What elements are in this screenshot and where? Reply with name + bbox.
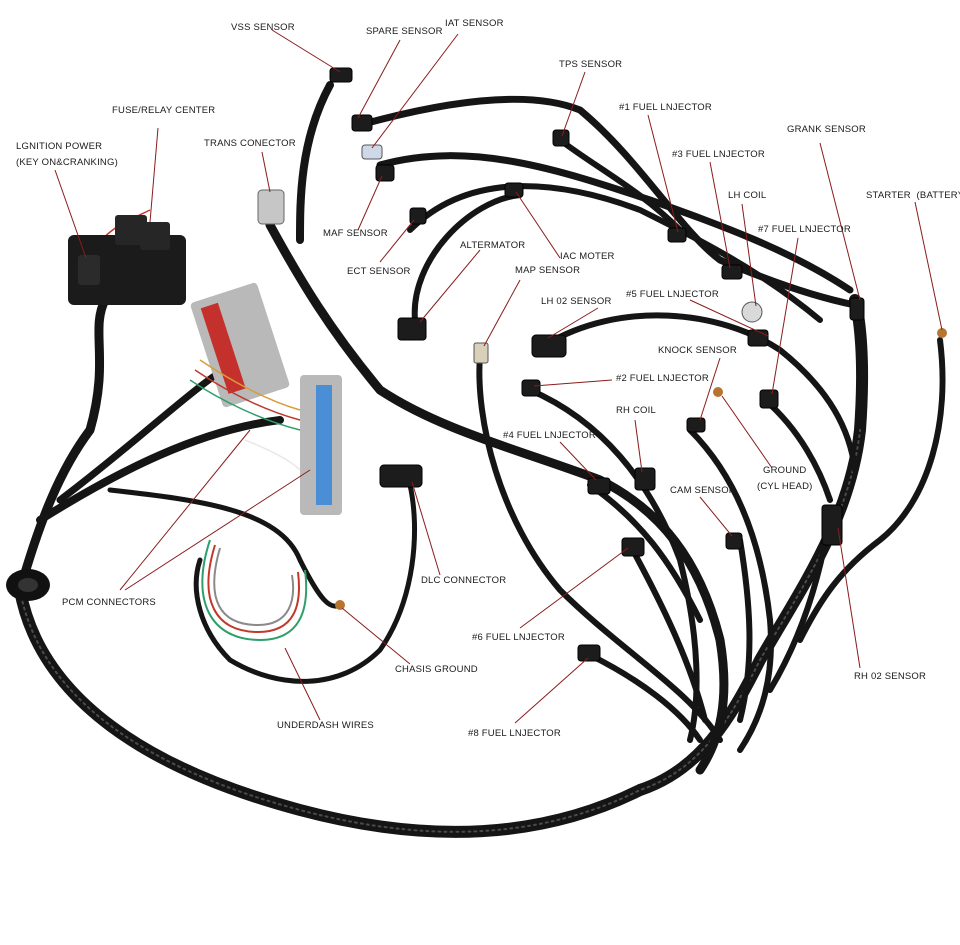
fuse-relay-center-block [68,215,186,305]
label-rh-o2-sensor: RH 02 SENSOR [854,671,927,682]
label-map-sensor: MAP SENSOR [515,265,581,276]
label-fuel-injector-6: #6 FUEL LNJECTOR [472,632,565,643]
label-dlc-connector: DLC CONNECTOR [421,575,507,586]
label-rh-coil: RH COIL [616,405,656,416]
pcm-connector-red [190,282,290,408]
label-crank-sensor: GRANK SENSOR [787,124,866,135]
label-underdash-wires: UNDERDASH WIRES [277,720,374,731]
label-iat-sensor: IAT SENSOR [445,18,504,29]
label-fuel-injector-8: #8 FUEL LNJECTOR [468,728,561,739]
label-ect-sensor: ECT SENSOR [347,266,411,277]
label-starter-battery: STARTER (BATTERY) [866,190,960,201]
callout-leaders [54,29,943,724]
label-iac-motor: IAC MOTER [560,251,615,262]
label-fuel-injector-1: #1 FUEL LNJECTOR [619,102,712,113]
label-chassis-ground: CHASIS GROUND [395,664,478,675]
label-fuel-injector-5: #5 FUEL LNJECTOR [626,289,719,300]
label-ground-cyl-head: (CYL HEAD) [757,481,813,492]
label-ignition-power: LGNITION POWER [16,141,103,152]
main-loom [14,81,946,838]
label-trans-connector: TRANS CONECTOR [204,138,296,149]
label-fuel-injector-2: #2 FUEL LNJECTOR [616,373,709,384]
label-ignition-power-sub: (KEY ON&CRANKING) [16,157,118,168]
pcm-pigtail-wires [189,359,301,471]
label-maf-sensor: MAF SENSOR [323,228,388,239]
label-vss-sensor: VSS SENSOR [231,22,295,33]
label-cam-sensor: CAM SENSOR [670,485,736,496]
label-fuse-relay-center: FUSE/RELAY CENTER [112,105,216,116]
label-fuel-injector-4: #4 FUEL LNJECTOR [503,430,596,441]
label-alternator: ALTERMATOR [460,240,526,251]
label-fuel-injector-3: #3 FUEL LNJECTOR [672,149,765,160]
label-tps-sensor: TPS SENSOR [559,59,623,70]
label-lh-coil: LH COIL [728,190,767,201]
pcm-connector-blue [300,375,342,515]
label-ground: GROUND [763,465,807,476]
sensor-plugs [257,67,947,662]
label-knock-sensor: KNOCK SENSOR [658,345,737,356]
label-pcm-connectors: PCM CONNECTORS [62,597,156,608]
label-fuel-injector-7: #7 FUEL LNJECTOR [758,224,851,235]
label-spare-sensor: SPARE SENSOR [366,26,443,37]
label-lh-o2-sensor: LH 02 SENSOR [541,296,612,307]
firewall-grommet [6,569,50,601]
